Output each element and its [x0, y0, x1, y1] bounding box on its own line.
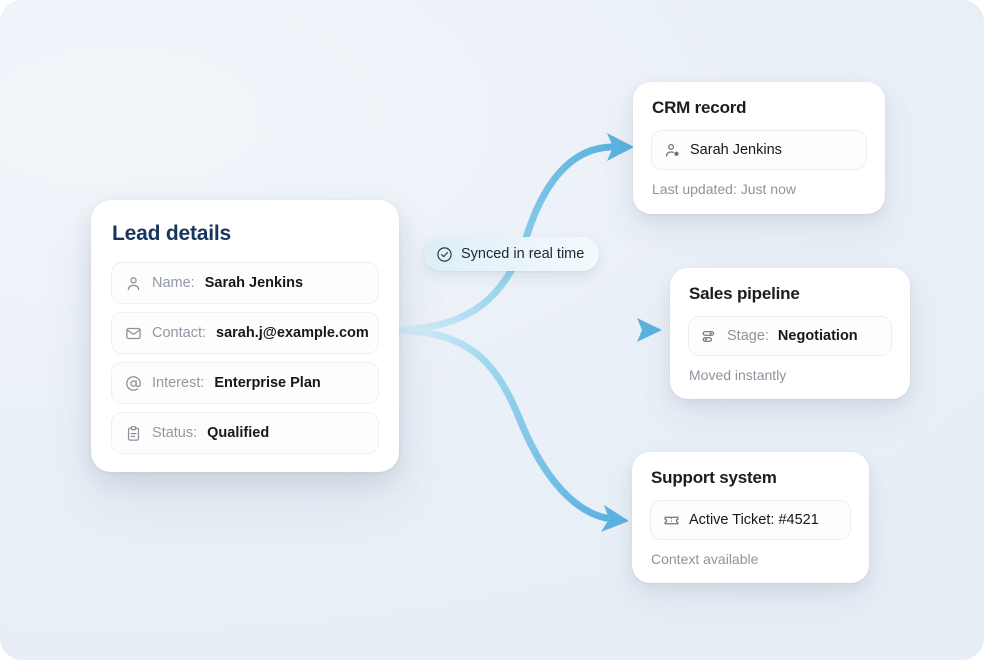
- support-system-title: Support system: [651, 468, 777, 487]
- lead-details-card: Lead details Name: Sarah Jenkins Contact…: [91, 200, 399, 472]
- lead-row-contact[interactable]: Contact: sarah.j@example.com: [111, 312, 379, 354]
- sales-pipeline-chip-value: Negotiation: [777, 328, 858, 344]
- at-sign-icon: [126, 375, 141, 391]
- crm-record-title: CRM record: [652, 98, 747, 117]
- sales-pipeline-chip-label: Stage:: [727, 328, 769, 344]
- sales-pipeline-chip[interactable]: Stage: Negotiation: [688, 316, 892, 356]
- lead-row-interest-label: Interest:: [152, 375, 205, 391]
- arrow-to-support: [397, 326, 629, 532]
- lead-row-name-value: Sarah Jenkins: [204, 275, 304, 291]
- check-circle-icon: [437, 246, 452, 262]
- sales-pipeline-card: Sales pipeline Stage: Negotiation Moved …: [670, 268, 910, 399]
- lead-row-interest-value: Enterprise Plan: [214, 375, 321, 391]
- lead-row-status-value: Qualified: [207, 425, 270, 441]
- envelope-icon: [126, 327, 141, 339]
- kanban-stage-icon: [702, 330, 715, 342]
- crm-record-card: CRM record Sarah Jenkins Last updated: J…: [633, 82, 885, 214]
- synced-status-badge: Synced in real time: [424, 237, 600, 271]
- lead-row-contact-value: sarah.j@example.com: [216, 325, 369, 341]
- crm-record-chip[interactable]: Sarah Jenkins: [651, 130, 867, 170]
- clipboard-icon: [127, 425, 140, 441]
- synced-status-label: Synced in real time: [461, 246, 585, 262]
- sales-pipeline-footer: Moved instantly: [689, 367, 787, 383]
- support-system-chip-value: Active Ticket: #4521: [689, 512, 819, 528]
- arrow-to-pipeline: [398, 318, 662, 342]
- support-system-footer: Context available: [651, 551, 759, 567]
- lead-row-contact-label: Contact:: [152, 325, 206, 341]
- crm-record-footer: Last updated: Just now: [652, 181, 796, 197]
- arrow-to-crm: [397, 133, 634, 334]
- lead-row-interest[interactable]: Interest: Enterprise Plan: [111, 362, 379, 404]
- person-icon: [127, 276, 140, 290]
- lead-row-name-label: Name:: [152, 275, 195, 291]
- ticket-icon: [664, 516, 679, 524]
- sales-pipeline-title: Sales pipeline: [689, 284, 800, 303]
- lead-row-status-label: Status:: [152, 425, 198, 441]
- support-system-card: Support system Active Ticket: #4521 Cont…: [632, 452, 869, 583]
- lead-details-title: Lead details: [112, 222, 231, 245]
- user-badge-icon: [665, 143, 679, 157]
- support-system-chip[interactable]: Active Ticket: #4521: [650, 500, 851, 540]
- lead-row-name[interactable]: Name: Sarah Jenkins: [111, 262, 379, 304]
- crm-record-value: Sarah Jenkins: [690, 142, 782, 158]
- lead-row-status[interactable]: Status: Qualified: [111, 412, 379, 454]
